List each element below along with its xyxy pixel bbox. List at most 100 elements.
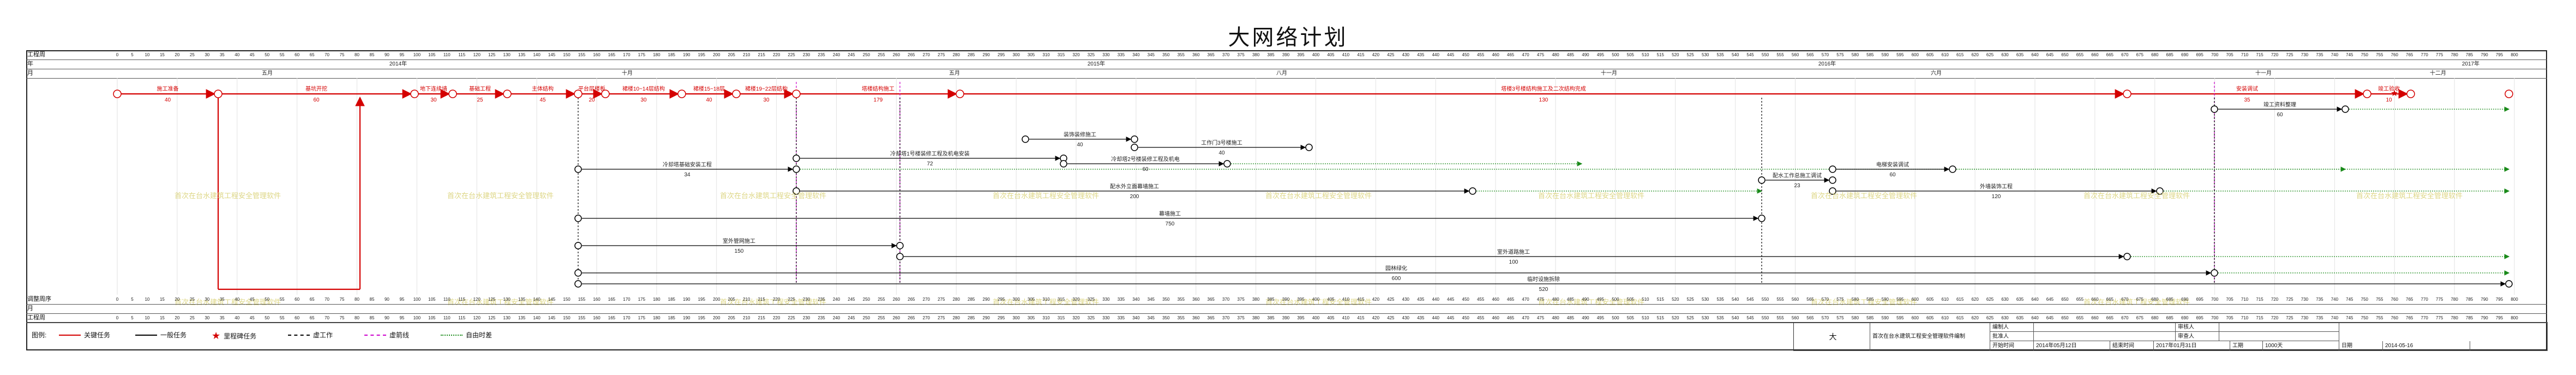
event-node <box>2505 90 2513 98</box>
page-title: 大网络计划 <box>1228 25 1348 50</box>
week-tick-label: 735 <box>2316 52 2323 57</box>
week-tick-label: 705 <box>2226 316 2233 320</box>
legend-virtual-label: 虚箭线 <box>389 331 410 339</box>
week-tick-label: 45 <box>249 316 255 320</box>
event-node <box>1949 165 1956 173</box>
week-tick-label: 665 <box>2106 297 2114 302</box>
week-tick-label: 725 <box>2286 316 2293 320</box>
week-tick-label: 395 <box>1297 316 1305 320</box>
event-node <box>1829 176 1836 184</box>
week-tick-label: 415 <box>1357 52 1365 57</box>
week-tick-label: 590 <box>1881 52 1889 57</box>
month-label-1: 五月 <box>262 70 273 76</box>
week-tick-label: 450 <box>1462 316 1469 320</box>
week-tick-label: 90 <box>384 297 389 302</box>
critical-activity-name: 竣工验收 <box>2378 85 2400 92</box>
bottom-row-b <box>26 304 2547 314</box>
week-tick-label: 690 <box>2181 316 2189 320</box>
week-tick-label: 475 <box>1536 316 1545 320</box>
week-tick-label: 490 <box>1582 52 1589 57</box>
event-node <box>574 90 583 98</box>
week-tick-label: 515 <box>1656 316 1664 320</box>
week-tick-label: 60 <box>295 316 300 320</box>
week-tick-label: 530 <box>1702 52 1709 57</box>
bottom-row-a-label: 调整周序 <box>27 296 51 302</box>
event-node <box>1305 144 1313 151</box>
week-tick-label: 445 <box>1447 316 1455 320</box>
week-tick-label: 300 <box>1012 52 1020 57</box>
week-tick-label: 450 <box>1462 52 1469 57</box>
week-tick-label: 765 <box>2406 52 2413 57</box>
week-tick-label: 675 <box>2136 52 2143 57</box>
critical-activity-name: 安装调试 <box>2236 85 2258 92</box>
week-tick-label: 535 <box>1716 52 1724 57</box>
week-tick-label: 115 <box>458 52 466 57</box>
normal-activity-name: 冷却塔基础安装工程 <box>663 161 712 168</box>
week-tick-label: 50 <box>265 52 270 57</box>
week-tick-label: 630 <box>2001 316 2009 320</box>
watermark-text: 首次在台水建筑工程安全管理软件 <box>1538 192 1645 200</box>
week-tick-label: 615 <box>1956 316 1964 320</box>
week-tick-label: 425 <box>1387 297 1395 302</box>
week-tick-label: 480 <box>1552 297 1559 302</box>
normal-activity-name: 园林绿化 <box>1385 265 1407 272</box>
week-tick-label: 660 <box>2091 52 2099 57</box>
normal-activity-duration: 520 <box>1539 287 1548 293</box>
week-tick-label: 505 <box>1626 316 1635 320</box>
week-tick-label: 620 <box>1971 52 1979 57</box>
week-tick-label: 330 <box>1102 297 1110 302</box>
week-tick-label: 70 <box>325 52 330 57</box>
week-tick-label: 475 <box>1536 297 1545 302</box>
week-tick-label: 185 <box>668 316 676 320</box>
week-tick-label: 220 <box>772 52 780 57</box>
event-node <box>1758 176 1766 184</box>
week-tick-label: 400 <box>1312 316 1320 320</box>
normal-activity-name: 装饰装修施工 <box>1064 131 1096 138</box>
week-tick-label: 710 <box>2241 316 2249 320</box>
event-node <box>574 242 582 249</box>
week-tick-label: 140 <box>533 316 541 320</box>
week-tick-label: 260 <box>892 316 900 320</box>
week-tick-label: 125 <box>488 297 496 302</box>
normal-activity-duration: 200 <box>1130 194 1139 200</box>
critical-activity-duration: 130 <box>1539 97 1548 103</box>
week-tick-label: 370 <box>1222 316 1230 320</box>
week-tick-label: 320 <box>1072 297 1080 302</box>
week-tick-label: 415 <box>1357 297 1365 302</box>
week-tick-label: 675 <box>2136 316 2143 320</box>
event-node <box>2406 90 2415 98</box>
week-tick-label: 120 <box>473 297 481 302</box>
event-node <box>2211 105 2218 113</box>
week-tick-label: 295 <box>997 297 1005 302</box>
week-tick-label: 135 <box>518 297 526 302</box>
week-tick-label: 645 <box>2046 297 2054 302</box>
week-tick-label: 400 <box>1312 52 1320 57</box>
week-tick-label: 130 <box>503 52 511 57</box>
title-block-k3: 审查人 <box>2176 332 2219 341</box>
week-tick-label: 555 <box>1776 297 1784 302</box>
week-tick-label: 750 <box>2361 52 2368 57</box>
title-block-v0 <box>2034 323 2176 332</box>
week-tick-label: 150 <box>563 316 571 320</box>
week-tick-label: 625 <box>1986 297 1994 302</box>
week-tick-label: 695 <box>2196 297 2203 302</box>
event-node <box>2123 90 2131 98</box>
critical-activity-duration: 60 <box>313 97 320 103</box>
normal-activity-name: 工作门3号楼施工 <box>1201 139 1242 146</box>
normal-activity-duration: 23 <box>1794 183 1800 189</box>
week-tick-label: 420 <box>1372 297 1380 302</box>
watermark-text: 首次在台水建筑工程安全管理软件 <box>720 192 827 200</box>
week-tick-label: 515 <box>1656 52 1664 57</box>
critical-activity-name: 平台层楼板 <box>578 85 605 92</box>
week-tick-label: 795 <box>2495 316 2503 320</box>
week-tick-label: 785 <box>2465 52 2473 57</box>
week-tick-label: 565 <box>1806 316 1814 320</box>
legend-float-label: 自由时差 <box>466 331 493 339</box>
legend-dummy-swatch <box>288 334 310 336</box>
week-tick-label: 390 <box>1282 316 1290 320</box>
week-tick-label: 675 <box>2136 297 2143 302</box>
week-tick-label: 175 <box>638 316 646 320</box>
week-tick-label: 745 <box>2346 52 2353 57</box>
event-node <box>2211 269 2218 277</box>
event-node <box>113 90 122 98</box>
